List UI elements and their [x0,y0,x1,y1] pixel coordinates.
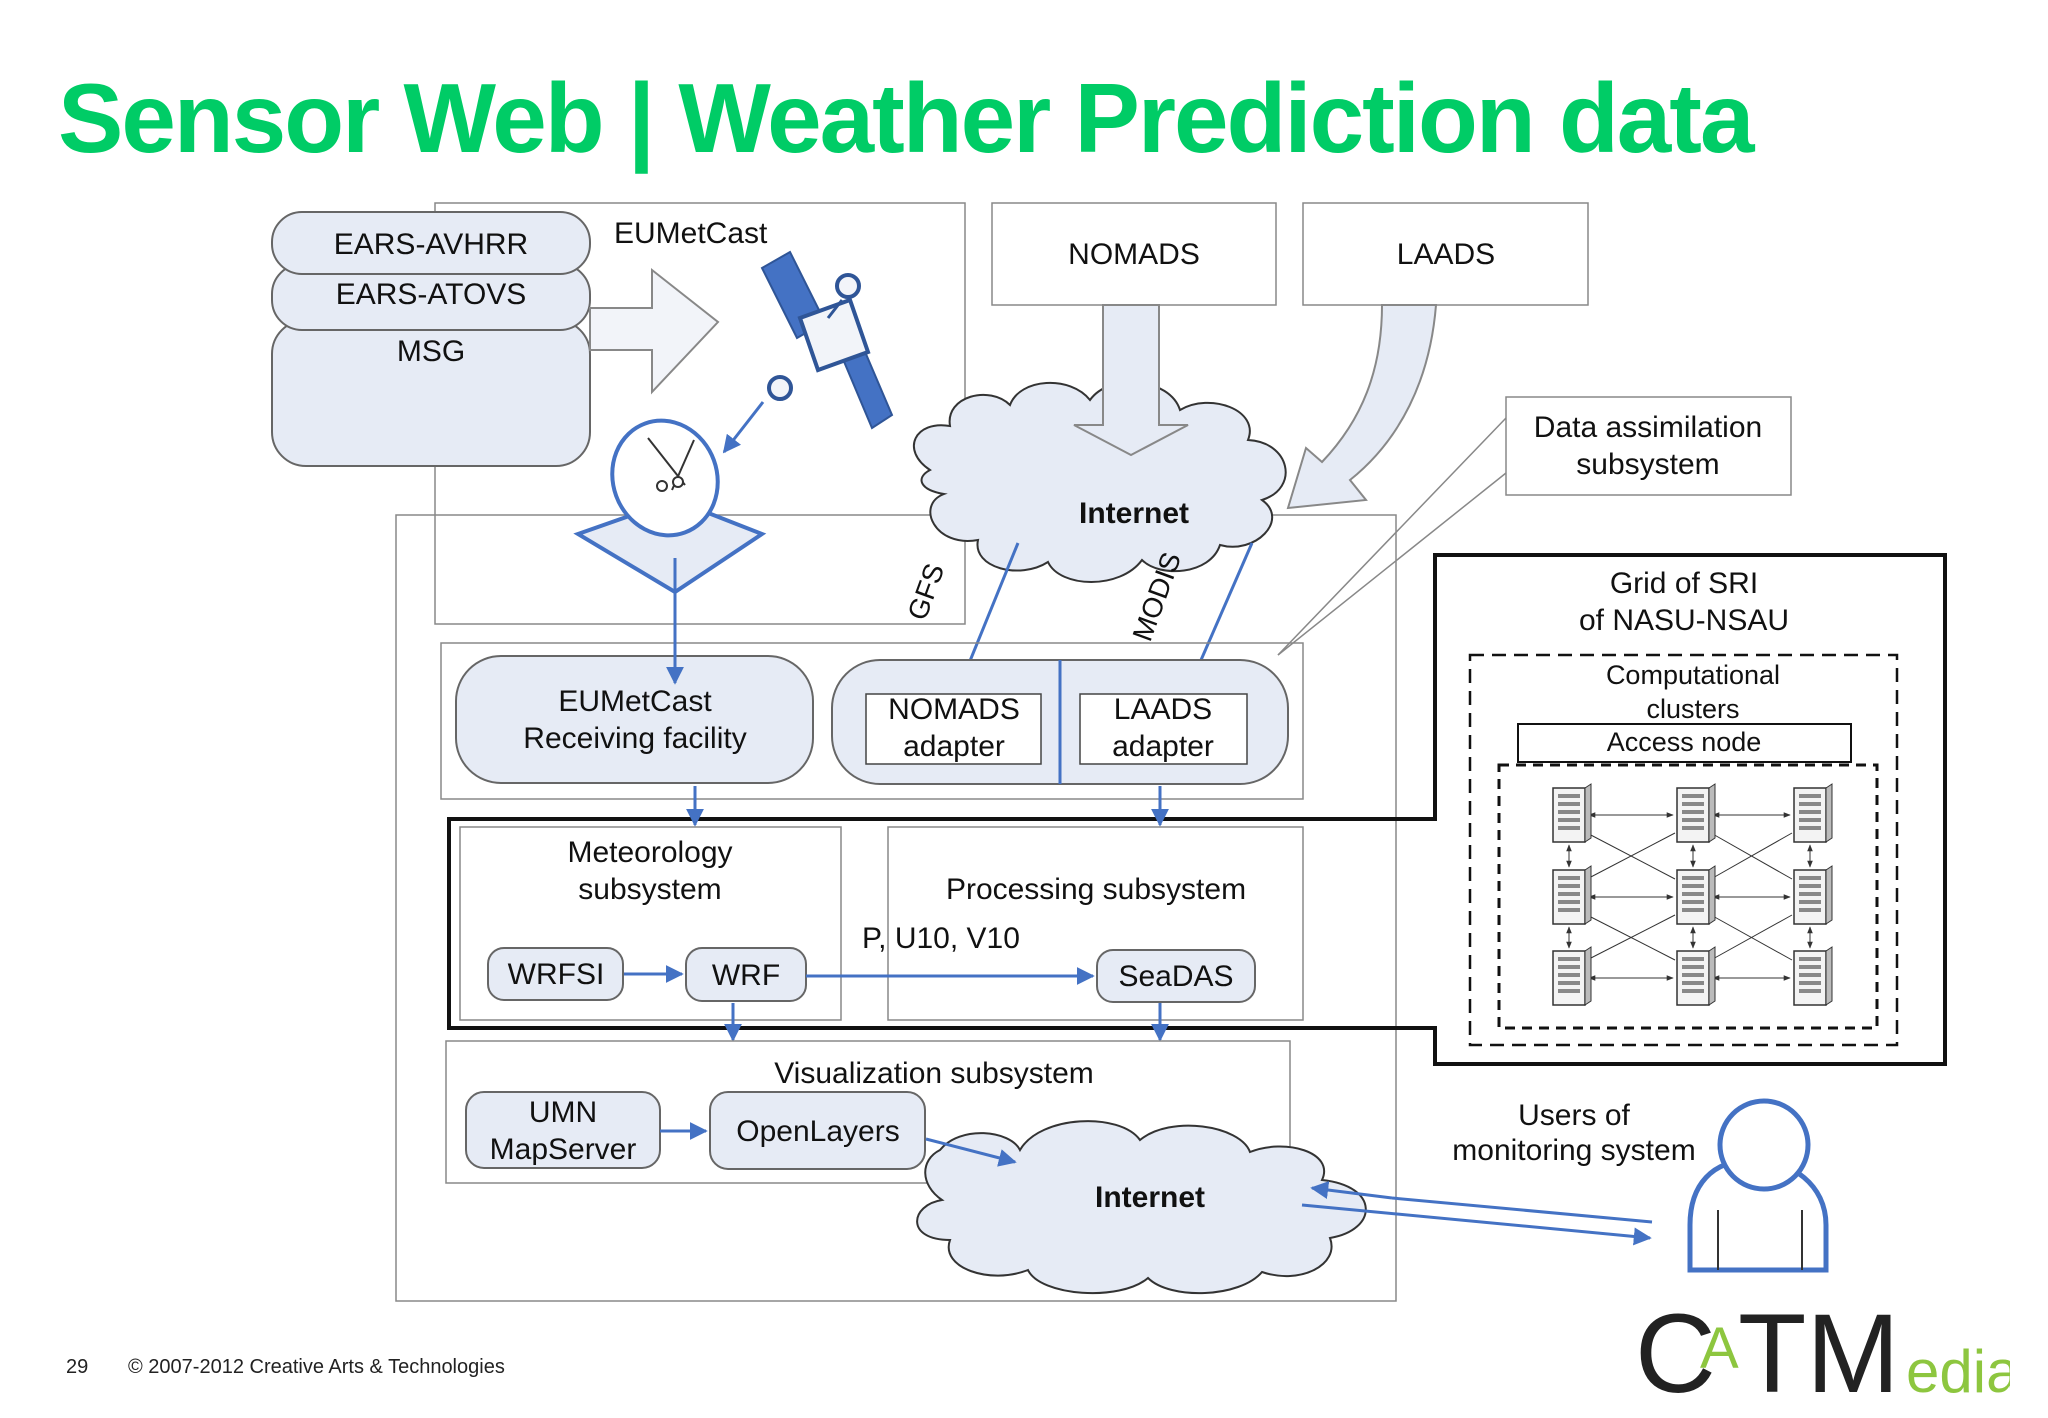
internet-cloud-top [912,381,1287,583]
logo-letters-edia: edia [1906,1338,2010,1405]
users-arrow-tail [1391,1196,1653,1224]
seadas-label: SeaDAS [1118,960,1233,993]
computational-clusters-frame [1468,653,1899,1047]
system-frame [395,514,1397,1302]
server-icon [1793,783,1833,843]
downlink-arrow [722,401,765,454]
receiving-facility-label-line2: Receiving facility [523,722,746,755]
server-link [1710,914,1793,961]
slide-title: Sensor Web | Weather Prediction data [58,63,1754,173]
umn-mapserver-label-line1: UMN [529,1096,597,1129]
user-icon [1687,1098,1829,1273]
access-node-box [1517,723,1852,763]
server-icon [1676,946,1716,1006]
satellite-icon [760,250,894,430]
nomads-adapter-box [865,693,1042,765]
access-node-label: Access node [1607,727,1762,757]
wrfsi-label: WRFSI [508,958,605,991]
users-label-line1: Users of [1518,1099,1630,1132]
openlayers-box [709,1091,926,1170]
receiving-facility-label-line1: EUMetCast [558,685,712,718]
receiving-layer-frame [440,642,1304,800]
server-icon [1552,946,1592,1006]
laads-source-label: LAADS [1397,238,1495,271]
source-stack: EARS-AVHRR EARS-ATOVS MSG [271,211,591,467]
assimilation-callout-line-2 [1277,472,1507,656]
laads-adapter-box [1079,693,1248,765]
processing-label: Processing subsystem [946,873,1246,906]
visualization-label: Visualization subsystem [774,1057,1094,1090]
params-label: P, U10, V10 [862,922,1020,955]
server-icon [1676,783,1716,843]
internet-top-label: Internet [1079,497,1189,530]
clusters-label-line1: Computational [1606,660,1780,690]
meteorology-label-line2: subsystem [578,873,721,906]
server-link [1586,914,1676,961]
logo-letters-tm: TM [1738,1291,1900,1410]
wrf-label: WRF [712,959,780,992]
logo-letter-c: C [1635,1291,1716,1410]
laads-to-internet-arrow [1286,304,1438,510]
source-msg-label: MSG [397,335,465,368]
internet-bottom-label: Internet [1095,1181,1205,1214]
server-icon [1793,865,1833,925]
internet-cloud-bottom [916,1120,1367,1295]
eumetcast-label: EUMetCast [614,217,768,250]
grid-label-line1: Grid of SRI [1610,567,1758,600]
server-icon [1676,865,1716,925]
nomads-to-internet-arrow [1073,304,1189,457]
copyright-text: © 2007-2012 Creative Arts & Technologies [128,1356,505,1378]
meteorology-label-line1: Meteorology [567,836,732,869]
page-number: 29 [66,1356,89,1378]
laads-source-box [1302,202,1589,306]
nomads-adapter-label-line1: NOMADS [888,693,1020,726]
openlayers-label: OpenLayers [736,1115,899,1148]
source-ears-atovs-label: EARS-ATOVS [336,278,527,311]
grid-label-line2: of NASU-NSAU [1579,604,1789,637]
server-link [1586,832,1676,880]
laads-adapter-label-line2: adapter [1112,730,1214,763]
data-assimilation-label-line1: Data assimilation [1534,411,1762,444]
source-card-ears-avhrr [271,211,591,275]
users-to-internet-arrow [1310,1181,1393,1200]
server-grid [1552,783,1833,1006]
assimilation-callout-line-1 [1277,417,1507,656]
nomads-adapter-label-line2: adapter [903,730,1005,763]
nomads-source-label: NOMADS [1068,238,1200,271]
internet-to-users-arrow [1301,1203,1652,1246]
server-icon [1552,783,1592,843]
openlayers-to-internet-arrow [925,1137,1017,1167]
laads-adapter-label-line1: LAADS [1114,693,1212,726]
data-assimilation-label-line2: subsystem [1576,448,1719,481]
seadas-box [1096,949,1256,1003]
clusters-label-line2: clusters [1646,694,1739,724]
source-ears-avhrr-label: EARS-AVHRR [334,228,528,261]
server-icon [1552,865,1592,925]
wrfsi-box [487,947,624,1001]
receiving-facility-box [455,655,814,784]
uplink-arrow [589,267,720,395]
umn-mapserver-label-line2: MapServer [490,1133,637,1166]
satellite-dish-icon [573,418,767,595]
server-link [1710,832,1793,880]
server-grid-frame [1497,763,1879,1030]
catmedia-logo: C A TM edia [1635,1291,2010,1410]
data-assimilation-box [1505,396,1792,496]
logo-letter-a: A [1700,1316,1739,1381]
server-icon [1793,946,1833,1006]
gfs-label: GFS [902,559,951,624]
grid-boundary [447,553,1947,1066]
users-label-line2: monitoring system [1452,1134,1695,1167]
